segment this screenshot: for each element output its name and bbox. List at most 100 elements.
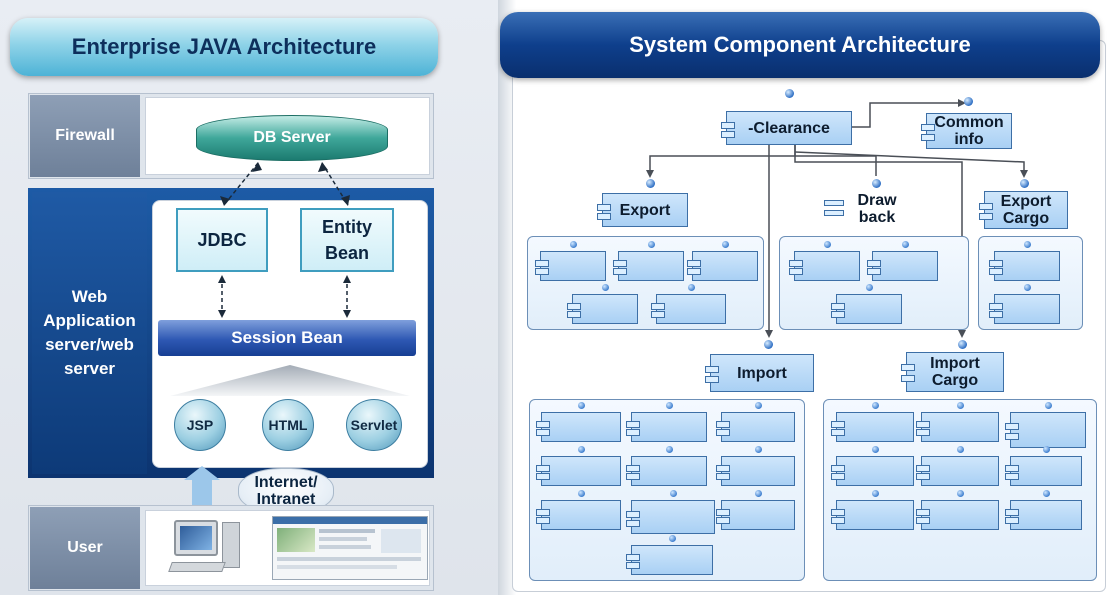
sub-component-box xyxy=(1005,412,1086,448)
sub-component-port xyxy=(602,284,609,291)
sub-component-port xyxy=(666,402,673,409)
db-jdbc-link xyxy=(223,162,259,206)
servlet-label: Servlet xyxy=(350,417,398,433)
sub-component-box xyxy=(716,456,795,486)
sub-component-box xyxy=(567,294,638,324)
sub-component-port xyxy=(755,446,762,453)
sub-component-box xyxy=(831,294,902,324)
left-panel-title-tab: Enterprise JAVA Architecture xyxy=(10,18,438,76)
db-server: DB Server xyxy=(196,115,388,161)
sub-component-box xyxy=(916,412,999,442)
sub-component-box xyxy=(687,251,758,281)
sub-component-port xyxy=(670,490,677,497)
sub-component-box xyxy=(916,500,999,530)
web-server-label: Web Application server/web server xyxy=(32,192,147,474)
sub-component-box xyxy=(651,294,726,324)
sub-component-box xyxy=(716,412,795,442)
sub-component-port xyxy=(1043,490,1050,497)
html-circle: HTML xyxy=(262,399,314,451)
entity-bean-label: Entity Bean xyxy=(321,217,372,263)
sub-component-box xyxy=(989,251,1060,281)
sub-component-port xyxy=(755,490,762,497)
clearance-component: -Clearance xyxy=(721,111,852,145)
sub-component-port xyxy=(1024,241,1031,248)
drawback-port xyxy=(872,179,881,188)
session-bean-bar: Session Bean xyxy=(158,320,416,356)
drawback-label: Draw back xyxy=(857,192,897,226)
sub-component-port xyxy=(957,490,964,497)
session-bean-fan xyxy=(170,365,410,396)
sub-component-box xyxy=(536,500,621,530)
computer-icon xyxy=(168,518,246,580)
sub-component-box xyxy=(535,251,606,281)
sub-component-port xyxy=(1024,284,1031,291)
common-info-component: Common info xyxy=(921,113,1012,149)
left-panel-title: Enterprise JAVA Architecture xyxy=(71,34,377,59)
export-cargo-port xyxy=(1020,179,1029,188)
sub-component-port xyxy=(872,402,879,409)
import-label: Import xyxy=(737,364,787,382)
sub-component-port xyxy=(1045,402,1052,409)
sub-component-port xyxy=(688,284,695,291)
internet-arrow-head xyxy=(184,466,220,480)
sub-component-port xyxy=(957,402,964,409)
jdbc-box: JDBC xyxy=(176,208,268,272)
html-label: HTML xyxy=(268,417,308,433)
sub-component-box xyxy=(626,412,707,442)
sub-component-port xyxy=(666,446,673,453)
right-panel-title-tab: System Component Architecture xyxy=(500,12,1100,78)
sub-component-box xyxy=(1005,500,1082,530)
sub-component-box xyxy=(626,500,715,534)
servlet-circle: Servlet xyxy=(346,399,402,451)
sub-component-box xyxy=(831,456,914,486)
export-cargo-label: Export Cargo xyxy=(1000,193,1052,227)
common-info-port xyxy=(964,97,973,106)
export-label: Export xyxy=(619,201,671,219)
sub-component-port xyxy=(578,490,585,497)
sub-component-box xyxy=(536,412,621,442)
export-port xyxy=(646,179,655,188)
internet-label: Internet/ Intranet xyxy=(254,474,318,508)
sub-component-box xyxy=(831,412,914,442)
sub-component-port xyxy=(866,284,873,291)
import-port xyxy=(764,340,773,349)
sub-component-port xyxy=(872,446,879,453)
sub-component-port xyxy=(1043,446,1050,453)
internet-arrow-shaft xyxy=(192,475,212,507)
sub-component-port xyxy=(578,446,585,453)
sub-component-box xyxy=(789,251,860,281)
db-server-label: DB Server xyxy=(253,129,331,146)
import-cargo-port xyxy=(958,340,967,349)
sub-component-port xyxy=(957,446,964,453)
sub-component-box xyxy=(626,456,707,486)
drawback-component: Draw back xyxy=(824,188,908,230)
jdbc-label: JDBC xyxy=(197,229,247,250)
sub-component-port xyxy=(570,241,577,248)
export-component: Export xyxy=(597,193,688,227)
import-cargo-component: Import Cargo xyxy=(901,352,1004,392)
user-label: User xyxy=(30,507,140,589)
web-page-screenshot-icon xyxy=(272,516,428,580)
sub-component-port xyxy=(902,241,909,248)
sub-component-box xyxy=(536,456,621,486)
sub-component-port xyxy=(824,241,831,248)
sub-component-box xyxy=(716,500,795,530)
common-info-label: Common info xyxy=(934,114,1004,148)
sub-component-port xyxy=(722,241,729,248)
sub-component-port xyxy=(648,241,655,248)
sub-component-box xyxy=(867,251,938,281)
jsp-label: JSP xyxy=(186,417,214,433)
sub-component-port xyxy=(669,535,676,542)
sub-component-box xyxy=(1005,456,1082,486)
sub-component-box xyxy=(626,545,713,575)
sub-component-box xyxy=(831,500,914,530)
session-bean-label: Session Bean xyxy=(231,328,343,347)
right-panel-title: System Component Architecture xyxy=(629,32,971,57)
jsp-circle: JSP xyxy=(174,399,226,451)
import-component: Import xyxy=(705,354,814,392)
clearance-label: -Clearance xyxy=(748,119,830,137)
sub-component-port xyxy=(755,402,762,409)
entity-bean-box: Entity Bean xyxy=(300,208,394,272)
